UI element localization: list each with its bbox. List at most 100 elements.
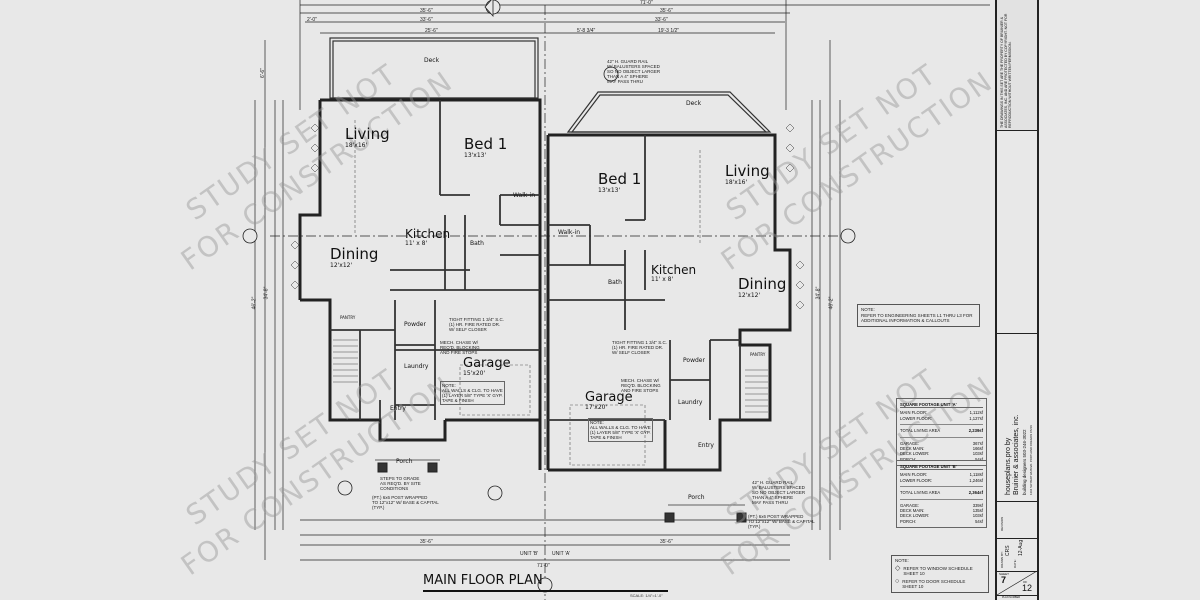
room-name: Dining [738, 275, 787, 293]
dim-right-main: 34'-8" [815, 286, 822, 300]
room-label-powder-a: Powder [404, 321, 426, 328]
dim-top-left-1: 35'-6" [420, 8, 433, 14]
dim-deck-depth: 6'-6" [259, 68, 266, 78]
room-size: 18'x16' [345, 142, 368, 149]
room-label-bath-b: Bath [608, 279, 622, 286]
company-section: houseplans.pro by Bruinier & associates,… [997, 333, 1037, 502]
room-label-laundry-a: Laundry [404, 363, 429, 370]
room-size: 15'x20' [463, 370, 486, 377]
room-label-deck-b: Deck [686, 100, 702, 107]
sqft-value: 54sf [975, 456, 983, 462]
room-size: 17'x20' [585, 404, 608, 411]
sheet-number: 7 [1001, 575, 1007, 585]
date-value: 12-Aug [1018, 539, 1024, 556]
company-name-1: houseplans.pro by [1005, 437, 1012, 495]
sqft-value: 103sf [972, 513, 983, 519]
dim-bottom-right: 35'-6" [660, 539, 673, 545]
room-size: 13'x13' [598, 187, 621, 194]
plan-number-label: PLAN NUMBER [1002, 596, 1021, 599]
engineering-note-body: REFER TO ENGINEERING SHEETS L1 THRU L3 F… [861, 312, 973, 324]
note-tight-fitting-b: TIGHT FITTING 1 3/4" S.C. (1) HR. FIRE R… [612, 340, 668, 355]
room-label-deck-a: Deck [424, 57, 440, 64]
sqft-value: 135sf [972, 508, 983, 514]
company-phone: building designers 503-246-3022 [1022, 429, 1027, 495]
dim-top-left-3: 25'-6" [425, 28, 438, 34]
dim-top-left-side: 2'-0" [307, 17, 317, 23]
revision-label: REVISION [1000, 516, 1004, 531]
sqft-value: 103sf [972, 451, 983, 457]
sqft-label: DECK MAIN: [900, 446, 925, 452]
room-size: 11' x 8' [651, 276, 674, 283]
room-size: 12'x12' [738, 292, 761, 299]
sheet-label: SHEET [999, 572, 1010, 576]
sqft-value: 1,118sf [969, 472, 983, 478]
dim-top-left-2: 33'-6" [420, 17, 433, 23]
room-name: Garage [585, 390, 633, 405]
room-label-walkin-b: Walk-in [558, 229, 581, 236]
note-post-wrap-a: (PT.) 6x6 POST WRAPPED TO 12"x12" W/ BAS… [372, 495, 439, 510]
engineering-note-heading: NOTE: [861, 307, 875, 312]
note-garage-gyp-b: NOTE: ALL WALLS & CLG. TO HAVE (1) LAYER… [588, 418, 653, 442]
sheet-total: 12 [1022, 583, 1033, 593]
blank-section [997, 130, 1037, 334]
room-name: Kitchen [405, 227, 451, 241]
sheet-scale: SCALE: 1/4"=1'-0" [630, 593, 663, 598]
room-name: Bed 1 [464, 135, 508, 153]
dim-left-overall: 46'-2" [251, 296, 258, 310]
room-label-walkin-a: Walk-in [513, 192, 536, 199]
dim-right-overall: 46'-2" [828, 296, 835, 310]
dim-bottom-left: 35'-6" [420, 539, 433, 545]
sqft-value: 1,246sf [969, 477, 983, 483]
schedule-note: NOTE: ◇ REFER TO WINDOW SCHEDULE SHEET 1… [891, 555, 989, 593]
sqft-total: 2,239sf [968, 428, 983, 434]
note-mech-chase-a: MECH. CHASE W/ REQ'D. BLOCKING AND FIRE … [440, 340, 480, 355]
drawn-value: CRS [1005, 545, 1011, 556]
room-label-entry-a: Entry [390, 405, 406, 412]
dim-unit-b-label: UNIT 'B' [520, 551, 539, 557]
note-guard-rail-b: 42" H. GUARD RAIL W/ BALUSTERS SPACED SO… [607, 59, 661, 84]
dim-unit-a-label: UNIT 'A' [552, 551, 571, 557]
note-guard-rail-a: 42" H. GUARD RAIL W/ BALUSTERS SPACED SO… [752, 480, 806, 505]
company-name-2: Bruinier & associates, inc. [1013, 414, 1020, 495]
window-schedule-note: REFER TO WINDOW SCHEDULE SHEET 10 [903, 565, 973, 577]
sqft-label: PORCH: [900, 456, 917, 462]
room-label-porch-b: Porch [688, 494, 705, 501]
note-garage-gyp-a: NOTE: ALL WALLS & CLG. TO HAVE (1) LAYER… [440, 381, 505, 405]
door-tag-icon: ○ [895, 577, 900, 585]
room-size: 13'x13' [464, 152, 487, 159]
dim-top-right-1: 35'-6" [660, 8, 673, 14]
date-label: DATE: [1013, 559, 1017, 568]
company-address: 1304 SW BERTHA BLVD. PORTLAND OREGON 972… [1029, 425, 1033, 495]
revision-section: REVISION [997, 501, 1037, 539]
dim-bottom-overall: 71'-0" [537, 563, 550, 569]
engineering-note: NOTE: REFER TO ENGINEERING SHEETS L1 THR… [857, 304, 980, 327]
sqft-value: 1,127sf [969, 415, 983, 421]
sqft-label: LOWER FLOOR: [900, 415, 933, 421]
note-mech-chase-b: MECH. CHASE W/ REQ'D. BLOCKING AND FIRE … [621, 378, 661, 393]
dim-top-right-mid: 19'-3 1/2" [658, 28, 680, 34]
sqft-heading: SQUARE FOOTAGE UNIT 'B' [900, 464, 983, 471]
room-label-bath-a: Bath [470, 240, 484, 247]
sqft-label: GARAGE: [900, 440, 920, 446]
title-underline [423, 590, 668, 592]
sqft-total: 2,364sf [968, 490, 983, 496]
sqft-value: 367sf [972, 440, 983, 446]
sqft-label: TOTAL LIVING AREA [900, 490, 941, 496]
room-name: Bed 1 [598, 170, 642, 188]
room-label-pantry-a: PANTRY [340, 315, 356, 320]
of-label: OF [1023, 580, 1028, 584]
window-tag-icon: ◇ [895, 564, 901, 572]
room-name: Kitchen [651, 263, 697, 277]
drawn-section: DRAWN BY: CRS DATE: 12-Aug [997, 538, 1037, 572]
sheet-number-section: SHEET 7 OF 12 [997, 571, 1037, 596]
copyright-section: THE DRAWINGS IN THIS SET ARE THE PROPERT… [997, 0, 1037, 131]
note-steps-grade: STEPS TO GRADE AS REQ'D. BY SITE CONDITI… [380, 476, 421, 491]
sqft-label: MAIN FLOOR: [900, 472, 928, 478]
dim-top-right-side: 5'-8 3/4" [577, 28, 596, 34]
sqft-label: GARAGE: [900, 502, 920, 508]
